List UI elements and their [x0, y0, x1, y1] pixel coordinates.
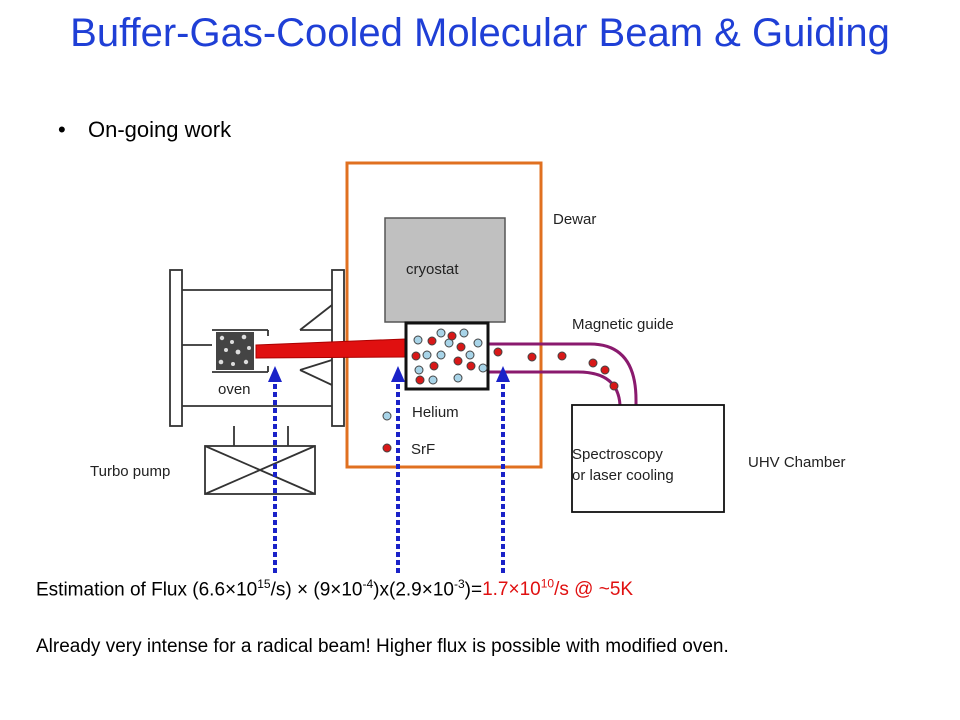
guide-particles [493, 347, 619, 391]
flux-result-exp: 10 [540, 577, 555, 591]
cell-particles [411, 328, 488, 385]
flux-arrows [273, 380, 505, 573]
spectroscopy-label: Spectroscopy or laser cooling [572, 444, 674, 486]
flux-result-base: 1.7×10 [482, 579, 541, 601]
summary-note: Already very intense for a radical beam!… [36, 636, 729, 657]
spectroscopy-box [571, 404, 725, 513]
flux-part2: /s) × (9×10 [270, 579, 363, 601]
bullet-dot: • [58, 117, 66, 142]
flux-exp3: -3 [453, 577, 465, 591]
bullet-item: • On-going work [58, 117, 231, 143]
uhv-chamber-label: UHV Chamber [748, 454, 846, 471]
oven-label: oven [218, 381, 251, 398]
helium-label: Helium [412, 404, 459, 421]
srf-label: SrF [411, 441, 436, 458]
flux-estimation: Estimation of Flux (6.6×1015/s) × (9×10-… [36, 577, 633, 601]
arrow-head-guide [496, 366, 510, 382]
flux-result-suffix: /s @ ~5K [554, 579, 634, 601]
flux-exp2: -4 [362, 577, 374, 591]
srf-legend-dot [382, 443, 392, 453]
flux-part4: )= [464, 579, 483, 601]
magnetic-guide [488, 342, 638, 406]
arrow-head-oven [268, 366, 282, 382]
flux-exp1: 15 [257, 577, 271, 591]
turbo-pump [204, 426, 316, 495]
dewar-outline [345, 161, 543, 469]
spectroscopy-label-line1: Spectroscopy [572, 446, 663, 463]
oven-chamber [169, 269, 345, 427]
flux-part3: )x(2.9×10 [373, 579, 454, 601]
cryostat-label: cryostat [406, 261, 459, 278]
dewar-label: Dewar [553, 211, 597, 228]
magnetic-guide-label: Magnetic guide [572, 316, 674, 333]
cryostat-block [384, 217, 506, 323]
slide-title: Buffer-Gas-Cooled Molecular Beam & Guidi… [70, 11, 890, 55]
flux-prefix: Estimation of Flux (6.6×10 [36, 579, 258, 601]
turbo-pump-label: Turbo pump [90, 463, 171, 480]
spectroscopy-label-line2: or laser cooling [572, 467, 674, 484]
molecular-beam [255, 338, 406, 359]
arrow-head-cell [391, 366, 405, 382]
flux-result: 1.7×1010/s @ ~5K [482, 577, 634, 601]
helium-legend-dot [382, 411, 392, 421]
bullet-text: On-going work [88, 117, 232, 142]
